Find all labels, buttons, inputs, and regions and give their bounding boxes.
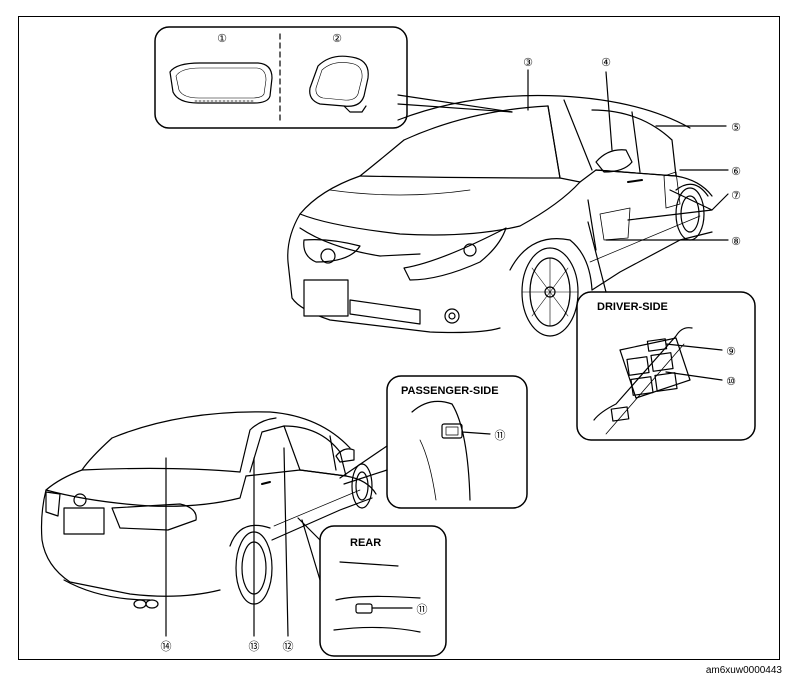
sedan-rear-view [40,411,377,609]
passenger-side-title: PASSENGER-SIDE [401,385,499,397]
figure-frame [18,16,780,660]
callout-6: ⑥ [731,166,741,178]
rearview-mirror-angled [309,55,369,107]
callout-11-rear: ⑪ [417,603,428,616]
side-mirror [595,149,633,173]
passenger-side-panel [339,375,528,509]
callout-13: ⑬ [249,640,260,653]
driver-side-title: DRIVER-SIDE [597,301,668,313]
callout-8: ⑧ [731,236,741,248]
callout-2: ② [332,33,342,45]
callout-11-passenger: ⑪ [495,429,506,442]
callout-1: ① [217,33,227,45]
callout-5: ⑤ [731,122,741,134]
callout-12: ⑫ [283,640,294,653]
driver-side-panel [576,291,756,441]
callout-4: ④ [601,57,611,69]
rearview-mirror-front [169,62,273,104]
sedan-front-view [287,94,713,337]
callout-10: ⑩ [726,376,736,388]
callout-14: ⑭ [161,640,172,653]
document-id: am6xuw0000443 [705,665,782,676]
callout-3: ③ [523,57,533,69]
callout-9: ⑨ [726,346,736,358]
rear-door-panel [297,517,447,657]
rear-title: REAR [350,537,381,549]
callout-7: ⑦ [731,190,741,202]
